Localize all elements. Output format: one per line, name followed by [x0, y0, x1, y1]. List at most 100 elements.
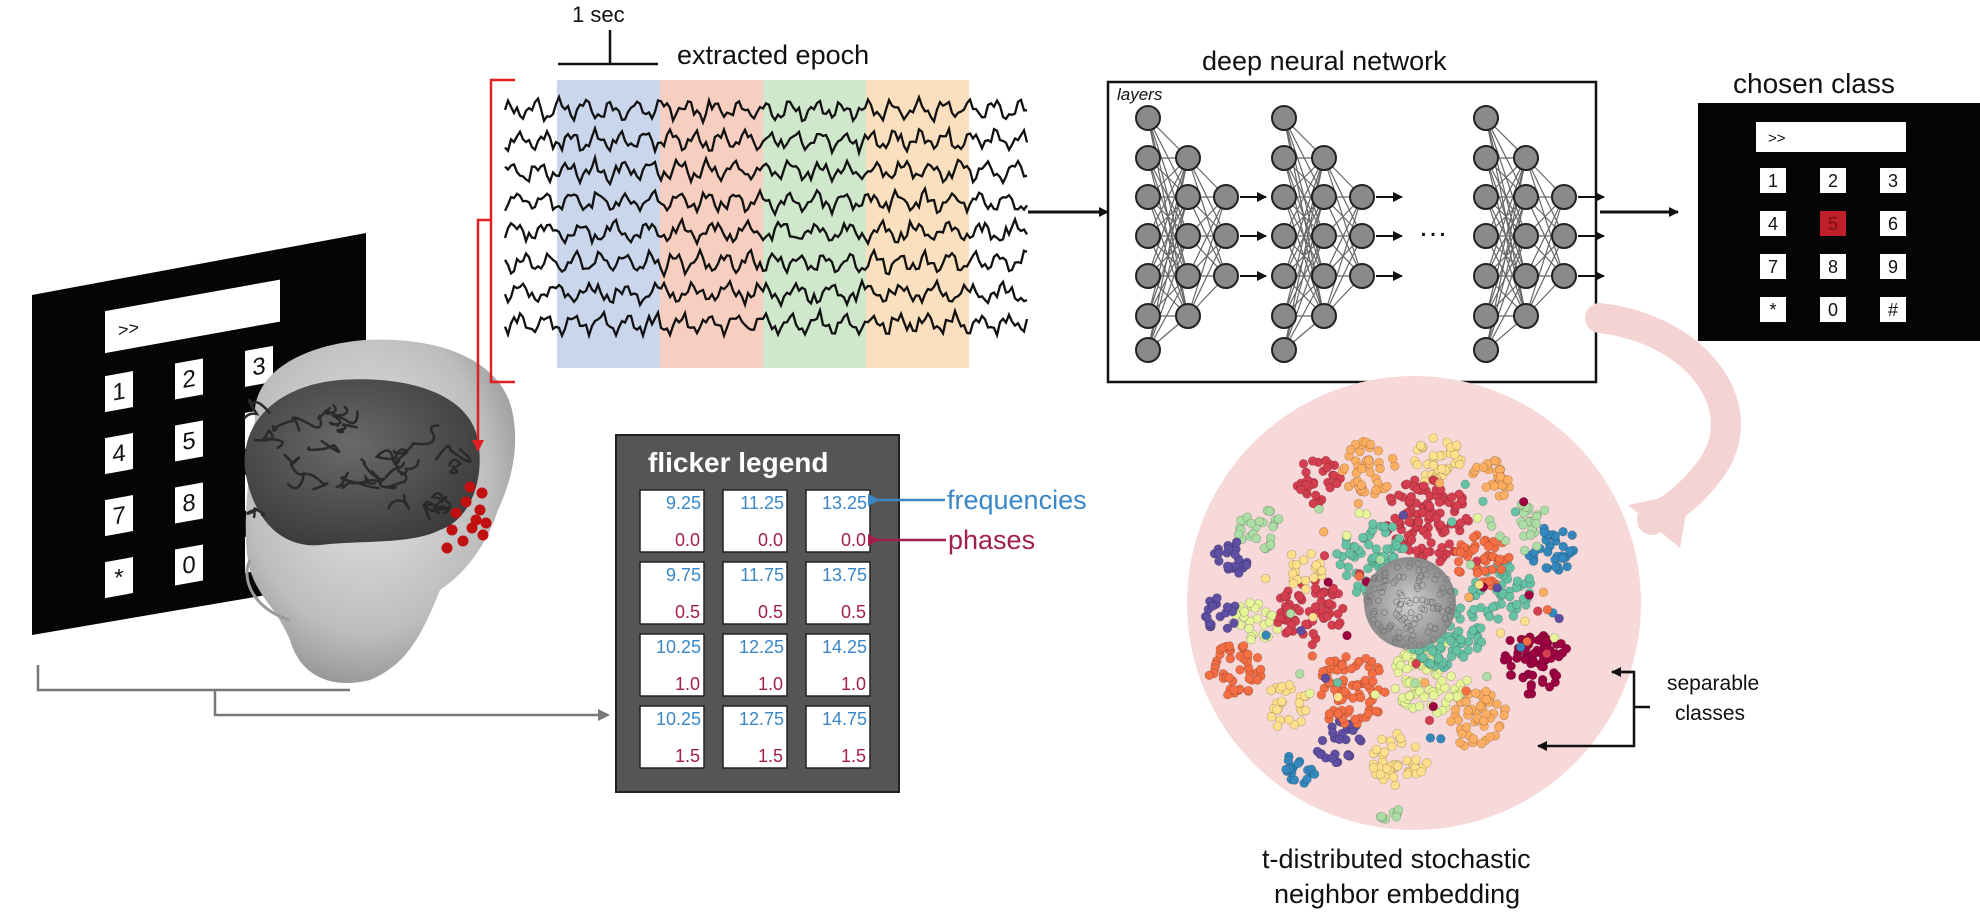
tsne-point: [1324, 656, 1335, 667]
tsne-point: [1406, 491, 1417, 502]
tsne-point: [1465, 559, 1476, 570]
tsne-point: [1440, 526, 1450, 536]
layers-label: layers: [1117, 85, 1163, 104]
tsne-point: [1363, 708, 1374, 718]
tsne-point: [1424, 715, 1435, 726]
neuron: [1473, 303, 1499, 329]
tsne-point: [1532, 541, 1542, 552]
tsne-center-point: [1363, 592, 1371, 600]
tsne-point: [1499, 490, 1509, 500]
selected-class-key: [1820, 211, 1846, 236]
tsne-point: [1327, 727, 1338, 738]
neuron: [1473, 337, 1499, 363]
tsne-title-line1: t-distributed stochastic: [1262, 844, 1531, 874]
tsne-point: [1411, 659, 1421, 669]
tsne-point: [1544, 682, 1555, 692]
tsne-center-point: [1394, 564, 1401, 571]
tsne-point: [1371, 744, 1382, 755]
neuron: [1175, 223, 1201, 249]
flicker-frequency: 9.75: [666, 565, 701, 585]
tsne-point: [1342, 530, 1352, 541]
tsne-point: [1212, 593, 1222, 603]
flicker-phase: 1.0: [758, 674, 783, 694]
class-key: [1760, 168, 1786, 193]
tsne-point: [1260, 573, 1271, 584]
tsne-point: [1461, 722, 1472, 732]
neuron: [1213, 223, 1239, 249]
tsne-point: [1428, 433, 1439, 443]
tsne-center-point: [1387, 622, 1395, 629]
tsne-point: [1377, 734, 1387, 744]
tsne-point: [1238, 641, 1249, 651]
tsne-point: [1223, 544, 1234, 554]
neuron: [1551, 263, 1577, 289]
tsne-point: [1308, 612, 1318, 622]
flicker-frequency: 10.25: [656, 709, 701, 729]
tsne-center-point: [1392, 577, 1400, 584]
tsne-point: [1344, 704, 1355, 715]
tsne-center-point: [1395, 573, 1403, 580]
tsne-point: [1392, 761, 1403, 771]
neuron: [1271, 223, 1297, 249]
tsne-center-point: [1371, 574, 1378, 582]
tsne-point: [1272, 705, 1282, 715]
tsne-center-point: [1405, 562, 1413, 570]
tsne-title-line2: neighbor embedding: [1274, 879, 1520, 909]
tsne-point: [1333, 708, 1343, 719]
tsne-point: [1285, 608, 1296, 619]
tsne-point: [1233, 529, 1244, 540]
eeg-trace: [503, 185, 1028, 218]
tsne-point: [1411, 755, 1421, 765]
stim-key-label: 7: [112, 502, 125, 531]
electrode: [441, 542, 453, 554]
brain-fold: [430, 491, 452, 515]
tsne-point: [1222, 602, 1233, 612]
tsne-point: [1375, 463, 1385, 474]
tsne-point: [1511, 599, 1522, 610]
tsne-point: [1382, 763, 1392, 774]
tsne-point: [1224, 672, 1235, 683]
tsne-center-point: [1439, 584, 1447, 592]
tsne-center-point: [1445, 607, 1453, 614]
tsne-point: [1368, 763, 1379, 773]
tsne-point: [1453, 566, 1464, 576]
tsne-point: [1361, 653, 1371, 664]
brain-fold: [245, 507, 266, 519]
class-key: [1880, 297, 1906, 322]
electrode: [480, 517, 492, 529]
tsne-point: [1449, 450, 1460, 460]
tsne-point: [1254, 516, 1265, 526]
tsne-point: [1416, 767, 1426, 777]
tsne-point: [1492, 583, 1502, 593]
tsne-center-point: [1367, 592, 1374, 600]
class-key-label: #: [1888, 300, 1898, 320]
tsne-point: [1354, 571, 1364, 581]
tsne-center-point: [1381, 571, 1389, 579]
tsne-center-point: [1396, 634, 1404, 642]
tsne-point: [1365, 439, 1376, 450]
tsne-point: [1456, 518, 1466, 528]
neuron: [1135, 303, 1161, 329]
tsne-point: [1315, 749, 1326, 760]
tsne-point: [1505, 563, 1515, 573]
tsne-point: [1350, 542, 1360, 552]
tsne-point: [1435, 642, 1446, 652]
flicker-cell: [805, 705, 871, 769]
signal-flow-arrows: [36, 665, 610, 721]
tsne-point: [1505, 670, 1516, 680]
neuron: [1175, 145, 1201, 171]
class-key-label: *: [1769, 300, 1776, 320]
tsne-point: [1485, 732, 1495, 742]
tsne-point: [1358, 532, 1368, 543]
flicker-frequency: 11.75: [740, 565, 784, 585]
tsne-point: [1251, 533, 1262, 544]
curved-flow-arrowhead: [1628, 492, 1690, 548]
tsne-point: [1307, 456, 1318, 466]
tsne-point: [1308, 628, 1319, 639]
neuron: [1213, 184, 1239, 210]
tsne-point: [1296, 625, 1306, 636]
tsne-point: [1373, 446, 1384, 456]
stim-key-label: 4: [112, 440, 125, 469]
tsne-point: [1414, 686, 1425, 696]
stim-key-label: 2: [182, 365, 195, 394]
